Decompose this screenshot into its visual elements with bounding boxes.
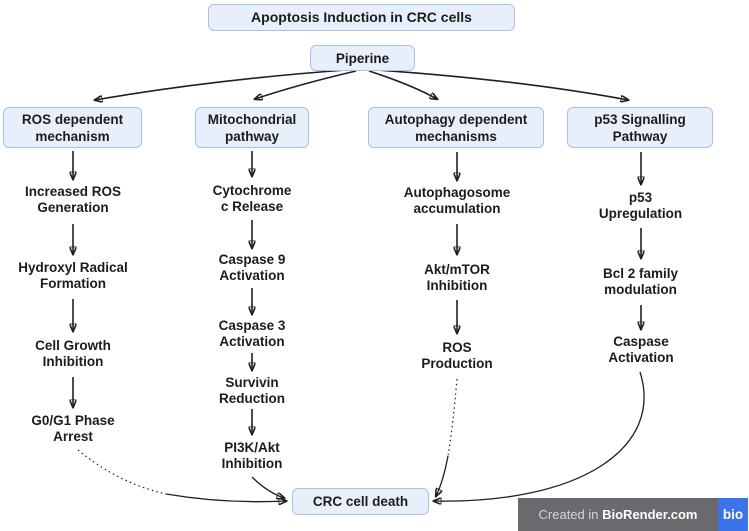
step-node-caspase-activation: Caspase Activation (608, 334, 674, 365)
arrow-g0g1-to-sink (165, 493, 286, 502)
step-node-ros-production: ROS Production (421, 340, 493, 371)
branch-header-autophagy-dependent-mechanisms: Autophagy dependent mechanisms (368, 107, 544, 148)
arrow-root-to-branch-1 (255, 70, 357, 99)
arrow-root-to-branch-0 (95, 69, 347, 100)
step-node-hydroxyl-radical-formation: Hydroxyl Radical Formation (18, 260, 128, 291)
branch-header-ros-dependent-mechanism: ROS dependent mechanism (3, 107, 142, 148)
arrow-root-to-branch-2 (368, 70, 437, 99)
footer-created-in-text: Created in (538, 507, 603, 522)
branch-header-p53-signalling-pathway: p53 Signalling Pathway (567, 107, 713, 148)
footer-credit: Created in BioRender.com bio (518, 498, 748, 531)
step-node-survivin-reduction: Survivin Reduction (219, 375, 285, 406)
sink-node-crc-cell-death: CRC cell death (292, 488, 429, 515)
step-node-cell-growth-inhibition: Cell Growth Inhibition (35, 338, 111, 369)
step-node-pi3k-akt-inhibition: PI3K/Akt Inhibition (221, 440, 283, 471)
step-node-caspase-3-activation: Caspase 3 Activation (218, 318, 286, 349)
footer-credit-bar: Created in BioRender.com (518, 498, 718, 531)
step-node-increased-ros-generation: Increased ROS Generation (24, 184, 122, 215)
step-node-g0-g1-phase-arrest: G0/G1 Phase Arrest (31, 413, 115, 444)
arrow-g0g1-to-sink-dotted (77, 449, 167, 495)
biorender-logo: bio (718, 498, 748, 531)
branch-header-mitochondrial-pathway: Mitochondrial pathway (195, 107, 309, 148)
step-node-bcl2-family-modulation: Bcl 2 family modulation (602, 266, 679, 297)
step-node-autophagosome-accumulation: Autophagosome accumulation (403, 185, 511, 216)
diagram-title: Apoptosis Induction in CRC cells (208, 4, 515, 31)
arrow-root-to-branch-3 (376, 69, 628, 100)
arrow-ros-to-sink-dotted (447, 378, 458, 457)
root-node-piperine: Piperine (310, 45, 415, 71)
step-node-p53-upregulation: p53 Upregulation (598, 190, 683, 221)
arrow-caspase-to-sink (434, 371, 645, 501)
arrow-ros-to-sink (436, 455, 449, 496)
step-node-caspase-9-activation: Caspase 9 Activation (218, 252, 286, 283)
step-node-cytochrome-c-release: Cytochrome c Release (212, 183, 292, 214)
footer-biorender-text: BioRender.com (602, 507, 698, 522)
arrow-pi3k-to-sink (251, 476, 284, 498)
step-node-akt-mtor-inhibition: Akt/mTOR Inhibition (424, 262, 490, 293)
